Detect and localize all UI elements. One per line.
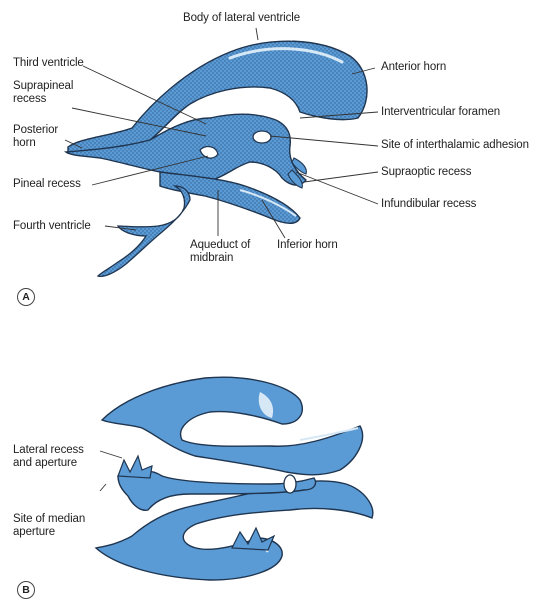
median-aperture-shape (232, 528, 274, 550)
panel-b-leaders (100, 451, 122, 491)
body-top-highlight (258, 37, 292, 40)
label-interventricular-foramen: Interventricular foramen (381, 106, 500, 119)
label-median-aperture: Site of median aperture (13, 513, 85, 539)
label-third-ventricle: Third ventricle (13, 57, 84, 70)
panel-a-letter: A (17, 288, 35, 306)
label-body-lateral-ventricle: Body of lateral ventricle (183, 12, 300, 25)
central-hole (284, 475, 296, 493)
label-posterior-horn: Posterior horn (13, 124, 58, 150)
inferior-horn-cast (160, 172, 300, 223)
panel-b-illustration (96, 377, 373, 580)
label-inferior-horn: Inferior horn (277, 239, 338, 252)
label-infundibular-recess: Infundibular recess (381, 198, 476, 211)
label-lateral-recess: Lateral recess and aperture (13, 444, 84, 470)
interthalamic-adhesion-hole (253, 131, 271, 143)
lateral-recess-shape (118, 456, 152, 478)
fourth-ventricle-cast (98, 186, 190, 276)
label-supraoptic-recess: Supraoptic recess (381, 166, 471, 179)
label-aqueduct-of-midbrain: Aqueduct of midbrain (190, 239, 250, 265)
label-suprapineal-recess: Suprapineal recess (13, 80, 73, 106)
label-interthalamic-adhesion: Site of interthalamic adhesion (381, 139, 529, 152)
label-anterior-horn: Anterior horn (381, 61, 446, 74)
label-pineal-recess: Pineal recess (13, 178, 81, 191)
label-fourth-ventricle: Fourth ventricle (13, 220, 91, 233)
upper-lateral-ventricle-cast (102, 377, 363, 475)
panel-b-letter: B (17, 581, 35, 599)
third-ventricle-cast (66, 114, 306, 185)
